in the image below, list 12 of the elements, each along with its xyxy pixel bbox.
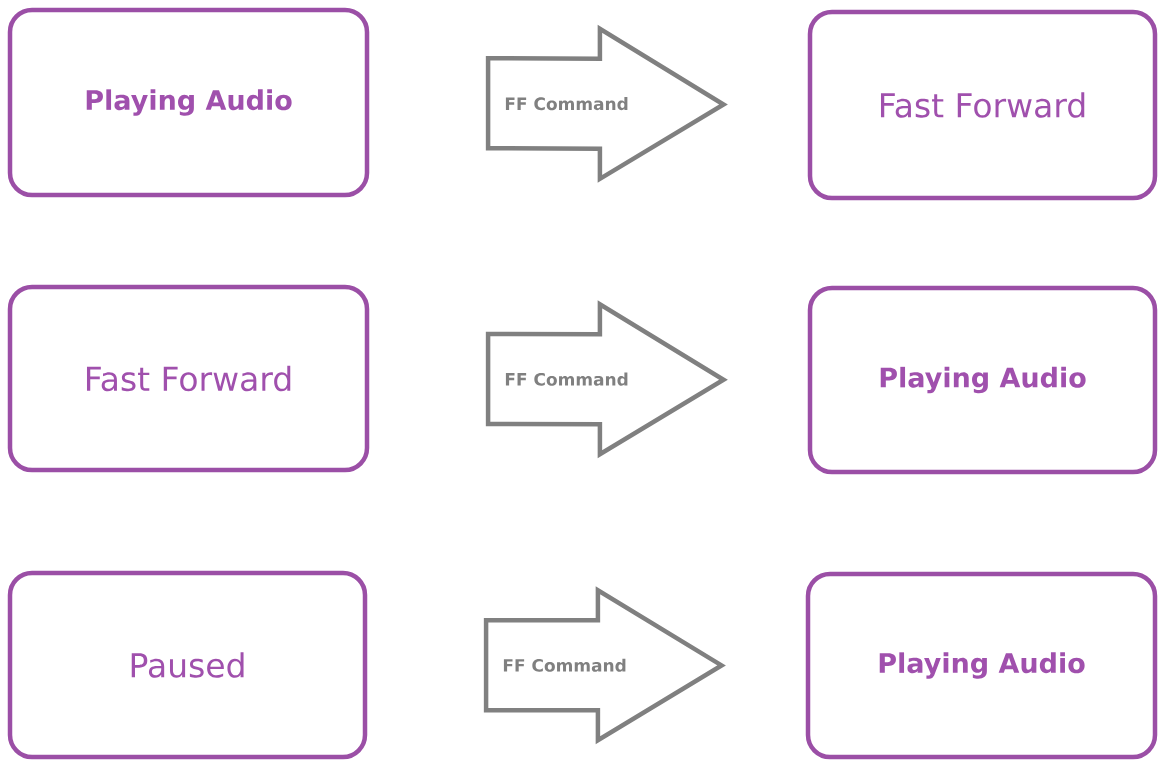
state-box: Playing Audio xyxy=(7,7,370,198)
edge-label: FF Command xyxy=(503,658,626,672)
state-box: Playing Audio xyxy=(805,571,1158,760)
state-box: Fast Forward xyxy=(7,284,370,473)
state-box: Playing Audio xyxy=(807,285,1158,475)
state-box: Fast Forward xyxy=(807,9,1158,201)
edge-label: FF Command xyxy=(505,97,628,111)
edge-label: FF Command xyxy=(505,372,628,386)
state-box: Paused xyxy=(7,570,368,760)
block-arrow xyxy=(483,586,726,745)
block-arrow xyxy=(485,300,728,459)
block-arrow xyxy=(485,24,728,183)
